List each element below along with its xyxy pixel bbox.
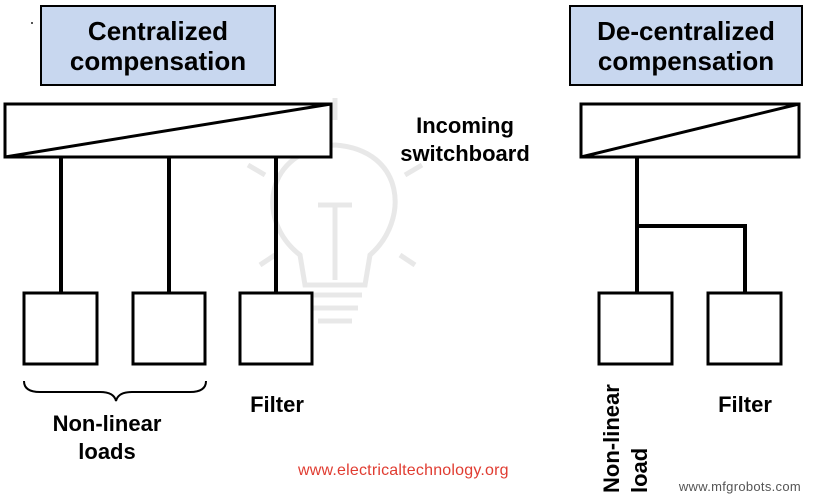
decentralized-equipment (597, 291, 783, 366)
loads-brace (23, 380, 207, 402)
filter-box-centralized (238, 291, 314, 366)
nonlinear-loads-line2: loads (78, 439, 136, 464)
stray-dot (31, 22, 33, 24)
centralized-feeders (59, 157, 278, 293)
nonlinear-load-box-2 (131, 291, 207, 366)
incoming-label-line1: Incoming (416, 113, 514, 138)
decentralized-switchboard (579, 102, 801, 159)
decentralized-title-line1: De-centralized (597, 15, 775, 46)
lightbulb-watermark-icon (246, 98, 424, 324)
centralized-title-line2: compensation (69, 45, 247, 76)
centralized-title-line1: Centralized (87, 15, 229, 46)
decentralized-title-box: De-centralized compensation (569, 5, 803, 86)
filter-box-decentralized (706, 291, 783, 366)
site-watermark: www.electricaltechnology.org (298, 462, 509, 479)
nonlinear-load-vertical-label: Non-linear load (598, 384, 654, 493)
decentralized-title-line2: compensation (597, 45, 775, 76)
incoming-label-line2: switchboard (400, 141, 530, 166)
incoming-switchboard-label: Incoming switchboard (390, 112, 540, 168)
nonlinear-loads-label: Non-linear loads (42, 410, 172, 466)
nonlinear-load-box-decentralized (597, 291, 674, 366)
filter-label-decentralized: Filter (718, 392, 772, 417)
nonlinear-load-line1: Non-linear (599, 384, 624, 493)
centralized-equipment (22, 291, 314, 366)
nonlinear-loads-line1: Non-linear (52, 411, 162, 436)
filter-label-centralized: Filter (250, 392, 304, 417)
nonlinear-load-line2: load (627, 447, 652, 493)
centralized-switchboard (3, 102, 333, 159)
centralized-title-box: Centralized compensation (40, 5, 276, 86)
credit-watermark: www.mfgrobots.com (678, 479, 801, 494)
decentralized-feeders (635, 157, 747, 293)
nonlinear-load-box-1 (22, 291, 99, 366)
